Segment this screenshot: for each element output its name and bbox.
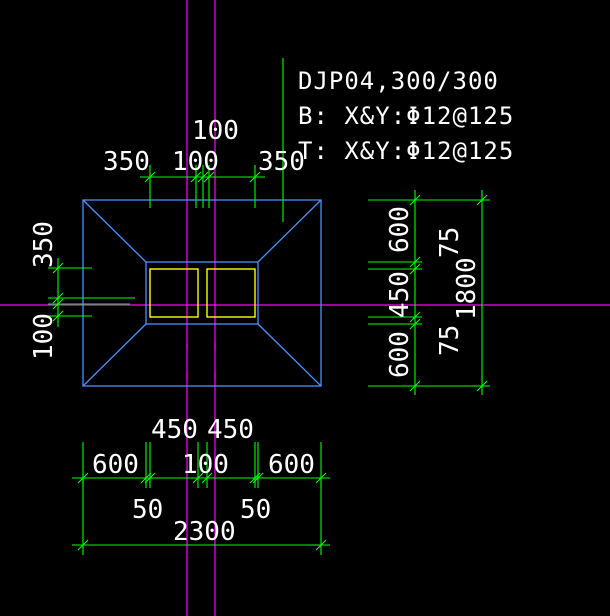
dim-right-600-bottom: 600 [385,331,415,378]
dim-bottom-50-right: 50 [240,495,271,525]
dim-right-1800: 1800 [452,257,482,320]
dim-bottom-50-left: 50 [132,495,163,525]
dim-left-350: 350 [29,221,59,268]
annotation-line-3: T: X&Y:Φ12@125 [298,137,514,165]
dim-top-center: 100 [192,116,239,146]
dim-right-75-top: 75 [435,227,465,258]
annotation-line-1: DJP04,300/300 [298,67,499,95]
annotation-line-2: B: X&Y:Φ12@125 [298,102,514,130]
dim-right-450: 450 [385,271,415,318]
dim-left-100: 100 [29,313,59,360]
dim-bottom-100: 100 [182,450,229,480]
left-dimension-labels: 350 100 [29,221,59,360]
slope-line-top-left [82,199,147,263]
footing-outline [82,199,322,387]
foundation-annotation: DJP04,300/300 B: X&Y:Φ12@125 T: X&Y:Φ12@… [298,67,514,165]
dim-bottom-600-left: 600 [92,450,139,480]
dim-bottom-2300: 2300 [173,517,236,547]
slope-line-bottom-right [257,323,322,387]
slope-line-top-right [257,199,322,263]
dim-top-left: 350 [103,147,150,177]
column-right [206,268,256,318]
dim-top-mid: 100 [172,147,219,177]
footing-inner-rect [145,261,259,325]
center-marks [186,343,216,380]
dim-top-right: 350 [258,147,305,177]
column-left [149,268,199,318]
right-dimension-labels: 600 450 600 75 75 1800 [385,206,482,378]
dim-bottom-600-right: 600 [268,450,315,480]
dim-right-600-top: 600 [385,206,415,253]
top-dimension-labels: 100 350 100 350 [103,116,305,177]
dimension-lines [48,58,490,555]
slope-line-bottom-left [82,323,147,387]
footing-outer-rect [82,199,322,387]
dim-right-75-bottom: 75 [435,325,465,356]
dim-bottom-450-left: 450 [151,415,198,445]
dim-bottom-450-right: 450 [207,415,254,445]
bottom-dimension-labels: 450 450 600 100 600 50 50 2300 [92,415,315,547]
columns [149,268,256,318]
